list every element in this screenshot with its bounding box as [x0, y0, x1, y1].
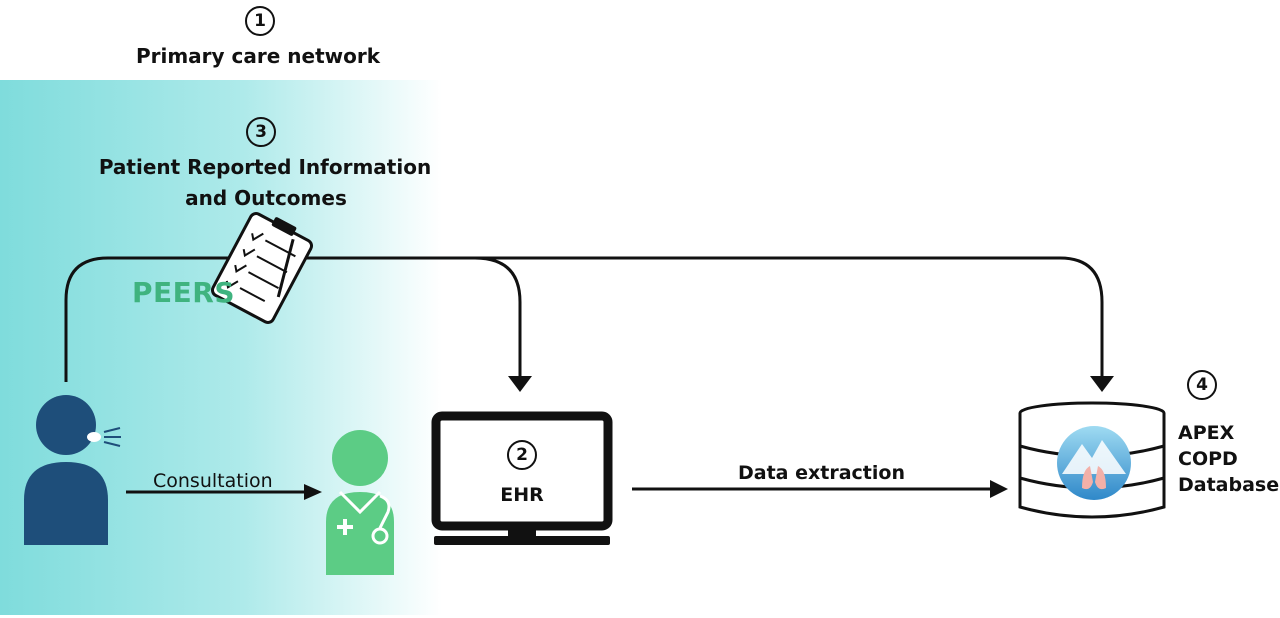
database-label-line1: APEX — [1178, 422, 1235, 444]
consultation-label: Consultation — [153, 470, 273, 492]
clipboard-icon — [210, 212, 314, 324]
patient-reported-label-line1: Patient Reported Information — [98, 155, 432, 179]
step-3-badge: 3 — [246, 117, 276, 147]
database-label-line3: Database — [1178, 474, 1280, 496]
primary-care-network-label: Primary care network — [135, 44, 381, 68]
step-2-badge: 2 — [507, 440, 537, 470]
consultation-arrow-head — [304, 484, 322, 500]
data-extraction-arrow-head — [990, 480, 1008, 498]
step-4-badge: 4 — [1187, 370, 1217, 400]
peers-label: PEERS — [132, 276, 236, 309]
ehr-monitor-icon — [431, 411, 613, 545]
patient-reported-label-line2: and Outcomes — [185, 186, 347, 210]
arrow-to-database-head — [1090, 376, 1114, 392]
step-1-badge: 1 — [245, 6, 275, 36]
patient-to-database-line — [475, 256, 1104, 380]
patient-icon — [24, 395, 121, 545]
data-extraction-label: Data extraction — [738, 462, 905, 484]
database-label: APEX COPD Database — [1178, 420, 1279, 498]
clinician-icon — [326, 430, 394, 575]
ehr-label: EHR — [500, 484, 544, 506]
arrow-to-ehr-head — [508, 376, 532, 392]
database-label-line2: COPD — [1178, 448, 1238, 470]
database-icon — [1018, 401, 1166, 519]
